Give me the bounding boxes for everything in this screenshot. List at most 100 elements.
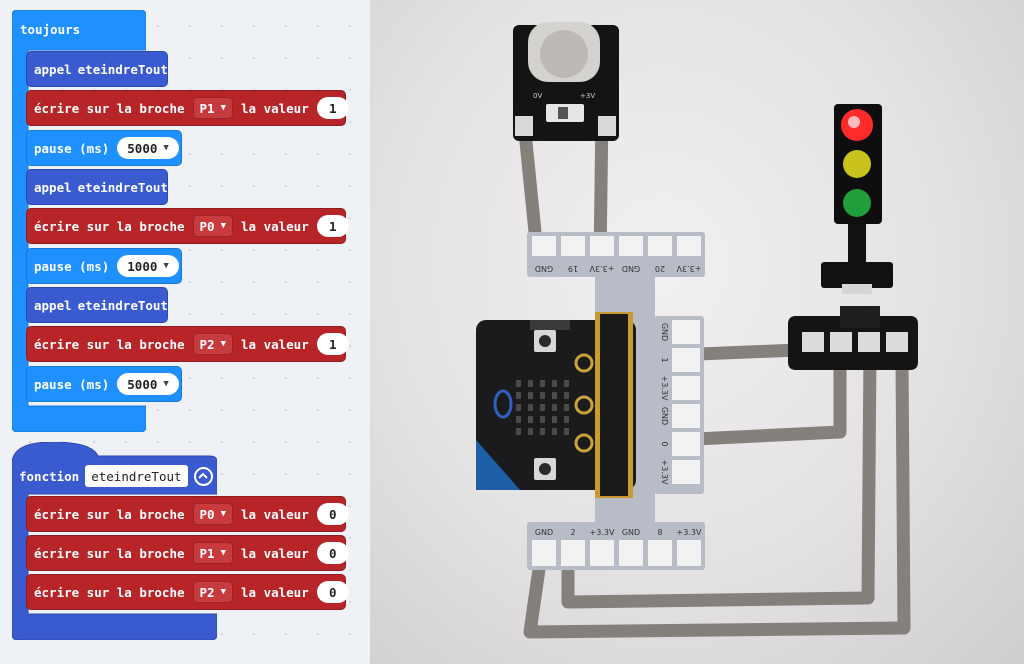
value-label: la valeur xyxy=(241,218,309,234)
bottom-edge-label: GND xyxy=(535,528,553,537)
led-pixel xyxy=(516,428,521,435)
led-pixel xyxy=(528,380,533,387)
pause-duration-value: 5000 xyxy=(127,140,158,156)
pin-dropdown[interactable]: P0▼ xyxy=(192,215,233,237)
pin-dropdown[interactable]: P1▼ xyxy=(192,542,233,564)
tape-gnd-to-light xyxy=(523,359,911,639)
function-header: fonction eteindreTout xyxy=(12,458,213,494)
edge-pad xyxy=(561,236,585,256)
pause-duration-dropdown[interactable]: 5000 ▼ xyxy=(117,137,179,159)
traffic-light xyxy=(788,104,918,370)
top-edge-label: 19 xyxy=(568,264,578,273)
chevron-down-icon[interactable]: ▼ xyxy=(220,221,226,231)
chevron-down-icon[interactable]: ▼ xyxy=(163,261,169,271)
led-green xyxy=(843,189,871,217)
pin-dropdown[interactable]: P2▼ xyxy=(192,581,233,603)
forever-block[interactable]: toujours xyxy=(12,10,146,432)
led-yellow xyxy=(843,150,871,178)
value-input[interactable]: 1 xyxy=(316,215,349,237)
edge-pad xyxy=(672,348,700,372)
call-function-block[interactable]: appel eteindreTout xyxy=(26,51,168,87)
function-name-field[interactable]: eteindreTout xyxy=(85,465,188,487)
chevron-down-icon[interactable]: ▼ xyxy=(220,103,226,113)
call-keyword: appel xyxy=(34,61,72,77)
battery-label-0v: 0V xyxy=(533,92,542,100)
call-keyword: appel xyxy=(34,179,72,195)
led-pixel xyxy=(564,416,569,423)
call-keyword: appel xyxy=(34,297,72,313)
value-input[interactable]: 1 xyxy=(316,333,349,355)
chevron-down-icon[interactable]: ▼ xyxy=(220,587,226,597)
collapse-icon[interactable] xyxy=(193,466,213,486)
led-pixel xyxy=(564,404,569,411)
led-pixel xyxy=(516,404,521,411)
digital-write-block[interactable]: écrire sur la broche P0▼ la valeur 1 xyxy=(26,208,349,244)
call-function-name: eteindreTout xyxy=(77,179,168,195)
led-pixel xyxy=(516,416,521,423)
led-pixel xyxy=(540,428,545,435)
bottom-edge-label: 8 xyxy=(657,528,662,537)
call-function-name: eteindreTout xyxy=(77,61,168,77)
pause-duration-value: 5000 xyxy=(127,376,158,392)
top-edge-label: +3.3V xyxy=(676,264,701,273)
right-edge-label: GND xyxy=(660,323,669,341)
led-pixel xyxy=(528,392,533,399)
pin-dropdown[interactable]: P0 ▼ xyxy=(192,503,233,525)
led-pixel xyxy=(528,404,533,411)
value-input[interactable]: 0 xyxy=(316,581,349,603)
edge-pad xyxy=(590,236,614,256)
value-label: la valeur xyxy=(241,584,309,600)
pin-value: P2 xyxy=(199,336,215,352)
led-pixel xyxy=(564,428,569,435)
value-input[interactable]: 0 xyxy=(316,542,349,564)
pause-label: pause (ms) xyxy=(34,140,110,156)
chevron-down-icon[interactable]: ▼ xyxy=(163,143,169,153)
digital-write-label: écrire sur la broche xyxy=(34,584,185,600)
led-pixel xyxy=(528,428,533,435)
bottom-edge-label: +3.3V xyxy=(590,528,615,537)
led-matrix xyxy=(516,380,569,435)
chevron-down-icon[interactable]: ▼ xyxy=(220,548,226,558)
pause-duration-dropdown[interactable]: 1000▼ xyxy=(117,255,179,277)
digital-write-label: écrire sur la broche xyxy=(34,218,185,234)
pin-value: P0 xyxy=(199,506,215,522)
right-edge-label: +3.3V xyxy=(660,376,669,401)
call-function-block[interactable]: appel eteindreTout xyxy=(26,169,168,205)
digital-write-label: écrire sur la broche xyxy=(34,545,185,561)
tape-pin2-to-yellow xyxy=(561,351,877,609)
chevron-down-icon[interactable]: ▼ xyxy=(163,379,169,389)
edge-pad xyxy=(672,376,700,400)
led-pixel xyxy=(540,392,545,399)
value-input[interactable]: 0 xyxy=(316,503,349,525)
pause-block[interactable]: pause (ms) 1000▼ xyxy=(26,248,182,284)
pin-dropdown[interactable]: P2 ▼ xyxy=(192,333,233,355)
led-pixel xyxy=(564,380,569,387)
led-pixel xyxy=(540,380,545,387)
edge-pad xyxy=(677,236,701,256)
chevron-down-icon[interactable]: ▼ xyxy=(220,509,226,519)
edge-pad xyxy=(590,540,614,566)
top-edge-label: 20 xyxy=(655,264,665,273)
forever-block-shape xyxy=(12,10,146,432)
pin-dropdown[interactable]: P1▼ xyxy=(192,97,233,119)
edge-pad xyxy=(619,540,643,566)
right-edge-label: +3.3V xyxy=(660,460,669,485)
led-pixel xyxy=(516,392,521,399)
pause-duration-dropdown[interactable]: 5000 ▼ xyxy=(117,373,179,395)
value-label: la valeur xyxy=(241,506,309,522)
pause-label: pause (ms) xyxy=(34,258,110,274)
digital-write-block[interactable]: écrire sur la broche P2▼ la valeur 0 xyxy=(26,574,349,610)
pause-block[interactable]: pause (ms)5000▼ xyxy=(26,366,182,402)
value-input[interactable]: 1 xyxy=(316,97,349,119)
function-block[interactable]: fonction eteindreTout xyxy=(12,442,217,640)
pause-block[interactable]: pause (ms) 5000 ▼ xyxy=(26,130,182,166)
chevron-down-icon[interactable]: ▼ xyxy=(220,339,226,349)
edge-pad xyxy=(561,540,585,566)
